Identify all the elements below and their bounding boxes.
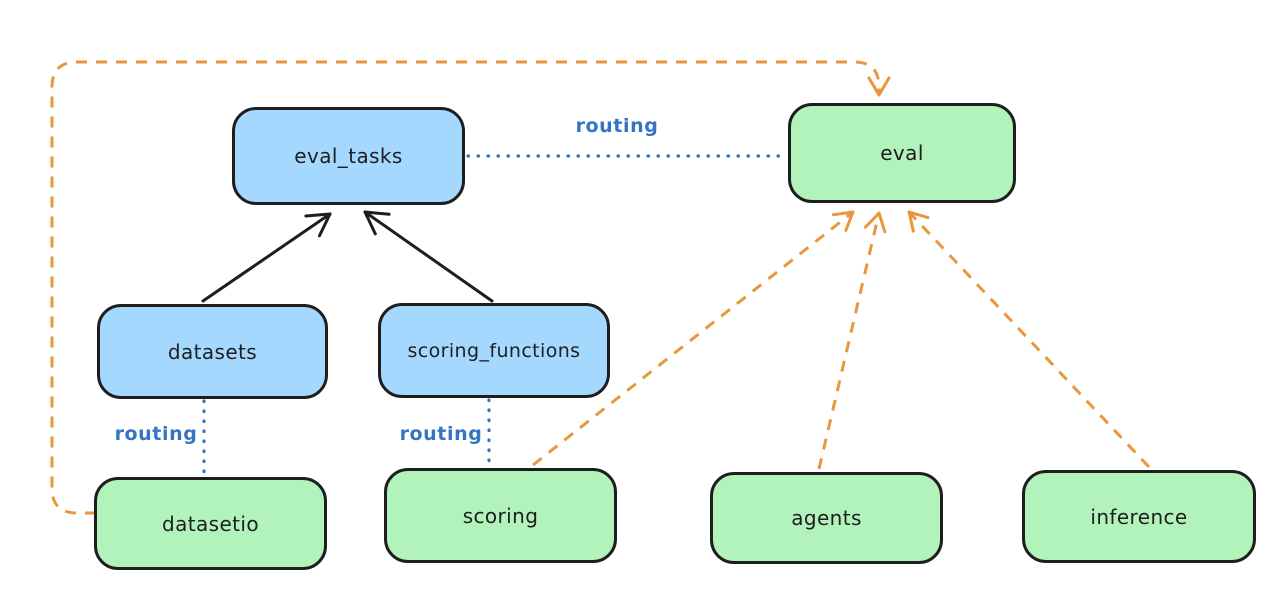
- edge-datasetio-to-eval: [50, 60, 891, 515]
- routing-label-eval_tasks-eval: routing: [575, 115, 659, 137]
- node-agents: agents: [710, 472, 943, 564]
- routing-label-datasets-datasetio: routing: [114, 423, 198, 445]
- node-eval: eval: [788, 103, 1016, 203]
- edge-agents-to-eval: [817, 211, 887, 470]
- node-eval_tasks: eval_tasks: [232, 107, 465, 205]
- node-inference: inference: [1022, 470, 1256, 563]
- node-eval_tasks-label: eval_tasks: [294, 144, 403, 168]
- edge-scoring_functions-to-eval_tasks: [363, 210, 494, 303]
- node-scoring-label: scoring: [462, 503, 539, 528]
- node-scoring: scoring: [384, 468, 617, 563]
- node-datasets-label: datasets: [167, 339, 258, 364]
- node-datasets: datasets: [97, 304, 328, 399]
- edge-inference-to-eval: [907, 210, 1151, 469]
- node-scoring_functions: scoring_functions: [378, 303, 610, 398]
- edge-datasets-to-eval_tasks: [201, 212, 332, 303]
- routing-label-scoring_functions-scoring: routing: [399, 423, 483, 445]
- node-scoring_functions-label: scoring_functions: [407, 339, 581, 362]
- node-agents-label: agents: [791, 506, 862, 530]
- node-eval-label: eval: [880, 141, 924, 165]
- node-datasetio: datasetio: [94, 477, 327, 570]
- node-inference-label: inference: [1090, 504, 1188, 529]
- node-datasetio-label: datasetio: [161, 511, 259, 536]
- edge-scoring-to-eval: [532, 210, 855, 467]
